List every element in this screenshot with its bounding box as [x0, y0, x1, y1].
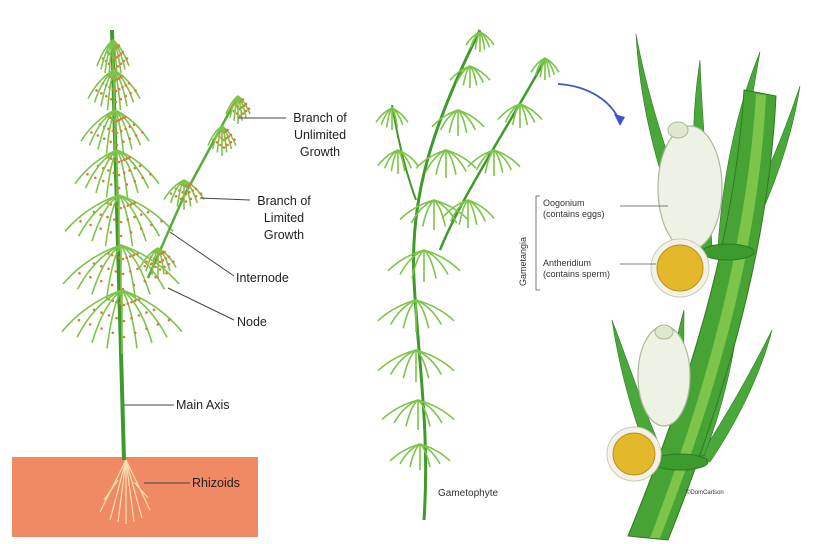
side-whorl-1	[208, 126, 236, 156]
label-gametophyte: Gametophyte	[438, 488, 498, 499]
side-whorls	[140, 96, 250, 278]
left-whorl-6	[62, 290, 182, 354]
label-oogonium: Oogonium (contains eggs)	[543, 198, 605, 220]
zoom-arrow	[558, 84, 620, 122]
label-branch-limited: Branch of Limited Growth	[244, 193, 324, 244]
label-rhizoids: Rhizoids	[192, 475, 240, 492]
label-node: Node	[237, 314, 267, 331]
gametangia-bracket	[536, 196, 540, 290]
zoom-arrowhead	[614, 114, 625, 126]
oogonium-upper-crown	[668, 122, 688, 138]
side-whorl-2	[164, 180, 204, 210]
left-whorls	[62, 40, 182, 354]
left-whorl-1	[88, 70, 140, 114]
gametophyte-whorl-7	[378, 350, 454, 382]
left-whorl-4	[65, 195, 173, 251]
magnified-node-ring-upper	[702, 244, 754, 260]
label-gametangia: Gametangia	[518, 237, 528, 286]
line-branch-limited	[200, 198, 250, 200]
left-plant-illustration	[12, 30, 258, 537]
magnified-node-illustration	[607, 34, 800, 540]
label-credit: ©DomCarlson	[686, 488, 724, 499]
line-internode	[170, 232, 234, 276]
gametophyte-whorl-12	[468, 150, 520, 176]
label-branch-unlimited: Branch of Unlimited Growth	[280, 110, 360, 161]
gametophyte-whorl-8	[382, 400, 454, 430]
gametophyte-whorl-6	[378, 300, 454, 332]
gametophyte-whorls	[376, 32, 559, 470]
oogonium-lower-crown	[655, 325, 673, 339]
oogonium-upper	[658, 126, 722, 250]
line-node	[168, 288, 234, 320]
label-internode: Internode	[236, 270, 289, 287]
left-label-lines	[124, 118, 286, 483]
gametophyte-whorl-9	[390, 444, 450, 470]
label-main-axis: Main Axis	[176, 397, 230, 414]
gametophyte-whorl-13	[442, 200, 494, 228]
soil-block	[12, 457, 258, 537]
oogonium-lower	[638, 326, 690, 426]
gametophyte-whorl-5	[388, 250, 460, 282]
antheridium-lower	[613, 433, 655, 475]
gametophyte-illustration	[376, 30, 559, 520]
gametophyte-whorl-11	[498, 104, 542, 128]
antheridium-upper	[657, 245, 703, 291]
gametophyte-whorl-14	[376, 108, 408, 130]
left-whorl-3	[75, 150, 159, 202]
gametophyte-whorl-15	[378, 150, 418, 174]
label-antheridium: Antheridium (contains sperm)	[543, 258, 610, 280]
